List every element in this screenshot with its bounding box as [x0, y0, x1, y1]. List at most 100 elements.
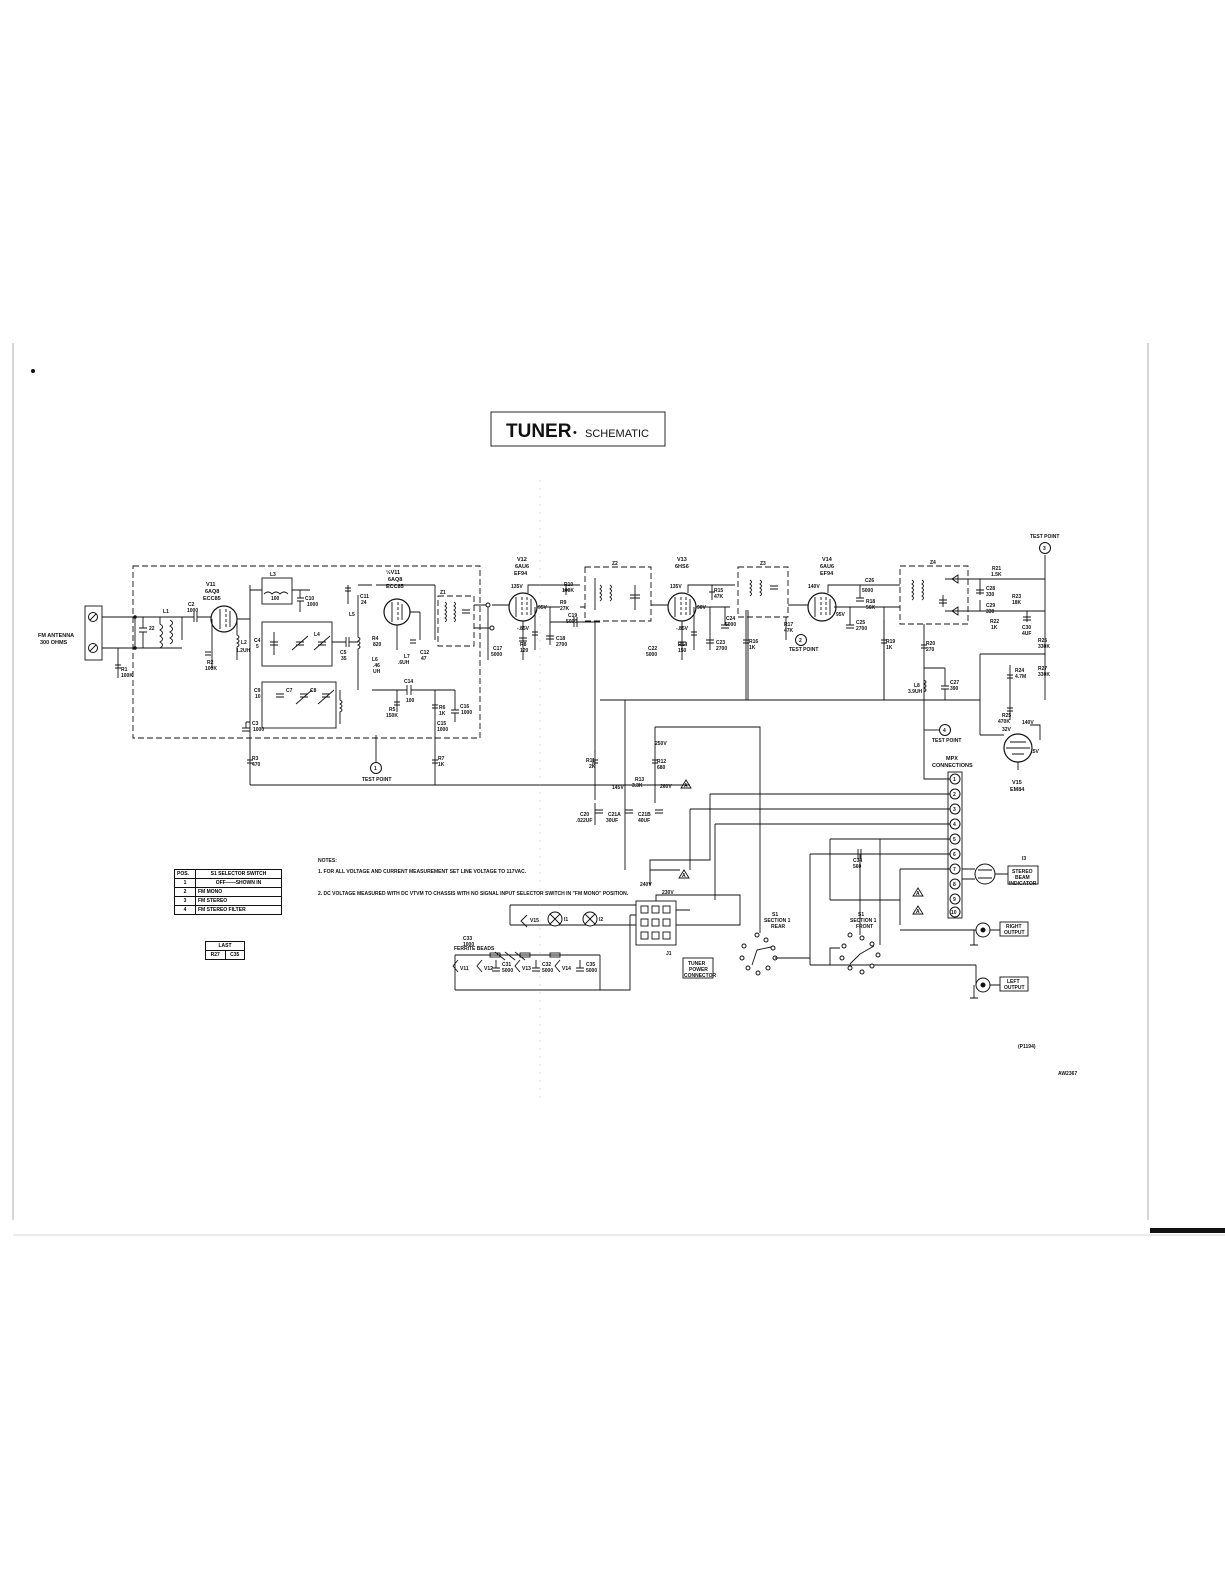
c1-value: 22 [149, 626, 155, 632]
r2-value: 100K [205, 666, 217, 672]
test-point-4-label: TEST POINT [932, 738, 961, 744]
table-cell: FM MONO [195, 887, 282, 897]
stereo-indicator-text-3: INDICATOR [1009, 881, 1037, 887]
c22-value: 5000 [646, 652, 657, 658]
l1-coil [159, 617, 163, 649]
table-cell: 3 [174, 896, 196, 906]
c23-label: C23 [716, 640, 725, 646]
antenna-label-2: 300 OHMS [40, 640, 68, 646]
r4-label: R4 [372, 636, 379, 642]
r14-value: 150 [678, 648, 687, 654]
v11b-type: 6AQ8 [388, 577, 402, 583]
v14-name: V14 [822, 557, 833, 563]
c22-label: C22 [648, 646, 657, 652]
c32-value: 5000 [542, 968, 553, 974]
s1-rear-label-2: SECTION 1 [764, 918, 791, 924]
mpx-pin-10: 10 [951, 910, 957, 916]
r23-value: 18K [1012, 600, 1022, 606]
c15-label: C15 [437, 721, 446, 727]
c24-value: 5000 [725, 622, 736, 628]
c21a-value: 30UF [606, 818, 618, 824]
stereo-indicator-text-1: STEREO [1012, 869, 1033, 875]
tuning-cap-group-1 [261, 621, 333, 667]
selector-switch-table: POS. S1 SELECTOR SWITCH 1 OFF——SHOWN IN … [174, 869, 282, 915]
r16-label: R16 [749, 639, 758, 645]
r21-label: R21 [992, 566, 1001, 572]
c7-label: C7 [286, 688, 293, 694]
v15-tube [1003, 733, 1033, 763]
r6-value: 1K [439, 711, 446, 717]
c18-label: C18 [556, 636, 565, 642]
mpx-pin-3: 3 [953, 807, 956, 813]
l5-label: L5 [349, 612, 355, 618]
mpx-title-2: CONNECTIONS [932, 763, 973, 769]
last-table-r: R27 [205, 950, 226, 960]
c32-label: C32 [542, 962, 551, 968]
s1-front-label-3: FRONT [856, 924, 873, 930]
rail-240v: 240V [640, 882, 652, 888]
r24-value: 4.7M [1015, 674, 1026, 680]
r25-value: 470K [998, 719, 1010, 725]
l2-label: L2 [241, 640, 247, 646]
right-output-jack [975, 922, 991, 938]
title-sub: SCHEMATIC [585, 428, 649, 440]
table-cell: OFF——SHOWN IN [195, 878, 282, 888]
title-main: TUNER [506, 421, 572, 442]
c33-value: 1000 [463, 942, 474, 948]
s1-front-label-2: SECTION 1 [850, 918, 877, 924]
mpx-pin-6: 6 [953, 852, 956, 858]
z4-label: Z4 [930, 560, 936, 566]
v11-name: V11 [206, 582, 215, 588]
antenna-label-1: FM ANTENNA [38, 633, 74, 639]
test-point-2-label: TEST POINT [789, 647, 818, 653]
r3-label: R3 [252, 756, 259, 762]
v11-type: 6AQ8 [205, 589, 219, 595]
mpx-pin-2: 2 [953, 792, 956, 798]
footer-ref: (P1194) [1018, 1044, 1036, 1050]
v13-name: V13 [677, 557, 687, 563]
test-point-4-marker [939, 724, 951, 736]
v13-type: 6HS6 [675, 564, 689, 570]
mpx-pin-4: 4 [953, 822, 956, 828]
c3-label: C3 [252, 721, 259, 727]
c34-value: 560 [853, 864, 862, 870]
v11b-name: ½V11 [386, 569, 400, 576]
rail-230v: 230V [662, 890, 674, 896]
table-row: 2 FM MONO [174, 887, 282, 897]
r7-label: R7 [438, 756, 445, 762]
v14-cathode-voltage: 95V [836, 612, 846, 618]
mpx-pin-8: 8 [953, 882, 956, 888]
r21-value: 1.5K [991, 572, 1002, 578]
test-point-4-num: 4 [943, 728, 946, 734]
v12-cathode-voltage: 95V [538, 605, 548, 611]
last-table-c: C35 [224, 950, 245, 960]
right-output-label-1: RIGHT [1006, 924, 1022, 930]
v14-euro: EF94 [820, 571, 834, 577]
v13-plate-voltage: 135V [670, 584, 682, 590]
r18-value: 56K [866, 605, 876, 611]
c31-value: 5000 [502, 968, 513, 974]
c25-value: 2700 [856, 626, 867, 632]
mpx-title-1: MPX [946, 756, 958, 762]
l7-label: L7 [404, 654, 410, 660]
z3-transformer [737, 566, 789, 618]
v12-plate-voltage: 135V [511, 584, 523, 590]
test-point-3-num: 3 [1043, 546, 1046, 552]
s1-rear-switch: S1 SECTION 1 REAR [739, 912, 791, 976]
v14-tube [807, 592, 837, 622]
mpx-pins: 1 2 3 4 5 6 7 8 9 10 [949, 773, 961, 918]
c9-value: 10 [255, 694, 261, 700]
test-point-2-num: 2 [799, 638, 802, 644]
table-header-switch: S1 SELECTOR SWITCH [195, 869, 282, 879]
c14-value: 100 [406, 698, 415, 704]
r9-value: 27K [560, 606, 570, 612]
v11b-tube [383, 598, 411, 626]
v13-cathode-voltage: 90V [697, 605, 707, 611]
c5-label: C5 [340, 650, 347, 656]
c5-value: 35 [341, 656, 347, 662]
i1-label: I1 [564, 917, 568, 923]
r18-label: R18 [866, 599, 875, 605]
warning-4: A [682, 873, 686, 879]
ferrite-beads-label: FERRITE BEADS [454, 946, 495, 952]
c21b-label: C21B [638, 812, 651, 818]
